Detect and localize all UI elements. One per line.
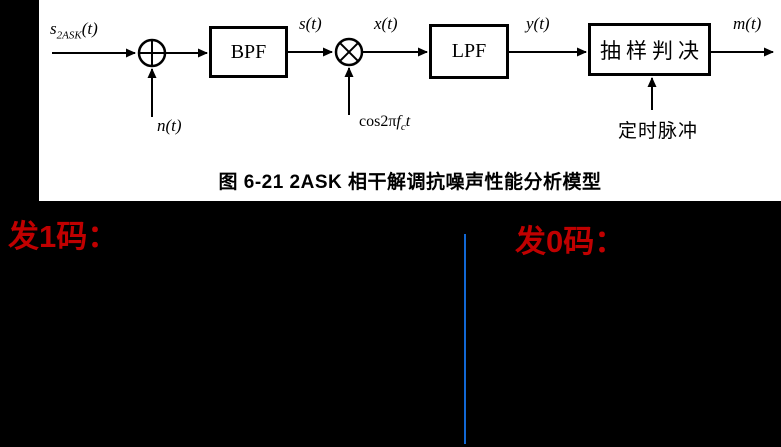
lpf-block-box (429, 24, 509, 79)
label-carrier-subscript: c (400, 121, 406, 134)
label-noise: n(t) (157, 116, 182, 135)
lpf-block-label: LPF (451, 40, 487, 62)
label-output: m(t) (733, 14, 762, 33)
bpf-block-box (209, 26, 288, 78)
block-diagram (52, 23, 774, 117)
label-input-rest: (t) (81, 19, 98, 38)
multiplier-node (334, 37, 364, 67)
label-carrier-cos: cos2π (359, 113, 397, 130)
note-send-1: 发1码： (8, 219, 119, 254)
note-send-0: 发0码： (515, 224, 626, 259)
label-input-subscript: 2ASK (56, 29, 82, 42)
adder-node (137, 38, 167, 68)
label-input-signal: s2ASK(t) (50, 19, 98, 42)
label-after-bpf: s(t) (299, 14, 322, 33)
divider-line (464, 234, 466, 444)
label-carrier: cos2πfct (359, 113, 410, 133)
bpf-block-label: BPF (230, 40, 267, 63)
figure-caption: 图 6-21 2ASK 相干解调抗噪声性能分析模型 (218, 172, 602, 193)
label-after-multiplier: x(t) (374, 14, 398, 33)
label-timing-pulse: 定时脉冲 (618, 121, 699, 142)
decision-block-box (588, 23, 711, 76)
label-carrier-t: t (405, 113, 411, 130)
label-carrier-f: f (396, 113, 401, 130)
label-input-base: s (50, 19, 57, 38)
decision-block-label: 抽样判决 (600, 38, 704, 63)
figure-panel: BPF LPF 抽样判决 s2ASK(t) n(t) s(t) x(t) y(t… (39, 0, 781, 201)
label-after-lpf: y(t) (526, 14, 550, 33)
